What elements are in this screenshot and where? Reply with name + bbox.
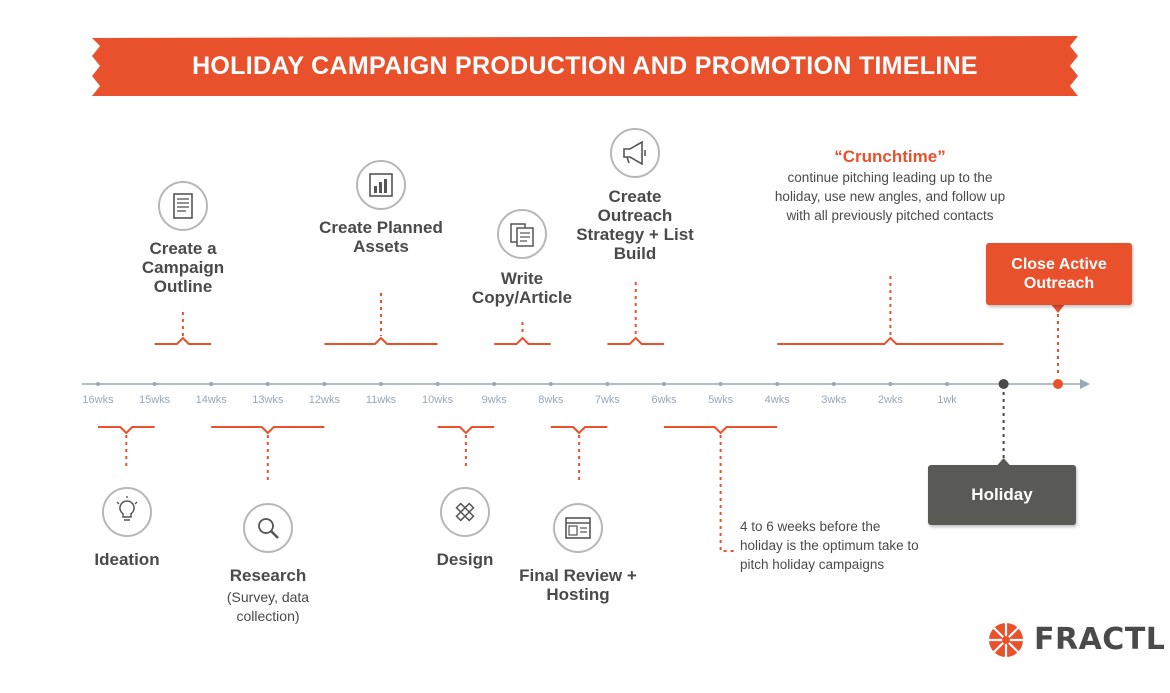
bar-chart-icon [356,160,406,210]
page-title: HOLIDAY CAMPAIGN PRODUCTION AND PROMOTIO… [192,52,978,80]
browser-window-icon [553,503,603,553]
timeline-tick-dot [945,382,949,386]
step-copy-bracket [494,336,551,345]
holiday-pointer [996,458,1011,466]
timeline-tick-label: 2wks [877,394,903,406]
lightbulb-icon [102,487,152,537]
timeline-tick-dot [209,382,214,386]
timeline-tick-label: 7wks [594,394,620,406]
timeline-tick-dot [775,382,780,386]
timeline-tick-label: 11wks [365,394,397,406]
step-label-research: Research [229,566,307,585]
pitch-window-note: 4 to 6 weeks before the holiday is the o… [740,519,919,572]
step-crunch-bracket [777,336,1004,345]
step-outreach-bracket [607,336,664,345]
step-label-copy: Write Copy/Article [471,269,573,307]
timeline-tick-label: 4wks [764,394,790,406]
step-label-outreach: Create Outreach Strategy + List Build [576,187,694,263]
timeline-tick-dot [265,382,270,386]
magnifier-icon [243,503,293,553]
timeline-tick-label: 3wks [821,394,847,406]
step-pitch-bracket [664,426,778,435]
timeline-tick-dot [662,382,666,386]
step-label-outline: Create a Campaign Outline [141,239,225,296]
timeline-tick-label: 10wks [422,394,454,406]
fractl-logo-icon [989,623,1023,657]
crunchtime-title: “Crunchtime” [834,147,946,166]
holiday-label: Holiday [971,485,1033,504]
step-pitch-connector [719,435,734,552]
close-outreach-marker-dot [1053,379,1063,389]
articles-icon [497,209,547,259]
step-sublabel-research: (Survey, data collection) [226,589,310,624]
step-label-final: Final Review + Hosting [519,566,637,604]
timeline-tick-dot [492,382,497,386]
step-assets-bracket [324,336,438,345]
timeline-tick-label: 1wk [937,394,957,406]
step-ideation-bracket [98,426,155,435]
design-tools-icon [440,487,490,537]
timeline-tick-label: 12wks [308,394,340,406]
step-outline-bracket [154,336,212,345]
timeline-tick-label: 16wks [82,394,114,406]
step-label-assets: Create Planned Assets [319,218,443,256]
timeline-tick-label: 15wks [139,394,171,406]
timeline-tick-dot [888,382,893,386]
close-outreach-label: Close Active Outreach [1011,256,1107,292]
step-label-ideation: Ideation [94,550,160,569]
timeline-tick-label: 13wks [252,394,284,406]
timeline-tick-dot [435,382,440,386]
timeline-tick-label: 6wks [651,394,677,406]
fractl-logo: FRACTL [986,620,1165,660]
holiday-box: Holiday [928,465,1076,525]
timeline-tick-dot [379,382,383,386]
banner-ribbon [92,36,1078,96]
timeline-arrow [1080,379,1090,389]
crunchtime-description: continue pitching leading up to the holi… [774,170,1006,223]
timeline-tick-dot [831,382,836,386]
timeline-tick-label: 9wks [481,394,507,406]
megaphone-icon [610,128,660,178]
step-final-bracket [550,426,608,435]
holiday-marker-dot [998,379,1009,389]
timeline-tick-dot [605,382,610,386]
fractl-wordmark: FRACTL [1034,622,1166,657]
step-research-bracket [211,426,325,435]
timeline-tick-dot [322,382,327,386]
step-design-bracket [437,426,495,435]
timeline-tick-dot [548,382,553,386]
timeline-tick-label: 8wks [538,394,564,406]
document-icon [158,181,208,231]
step-label-design: Design [436,550,494,569]
close-outreach-box: Close Active Outreach [986,243,1132,305]
timeline-tick-dot [152,382,157,386]
title-banner: HOLIDAY CAMPAIGN PRODUCTION AND PROMOTIO… [92,36,1078,96]
timeline-tick-dot [96,382,100,386]
timeline-tick-label: 5wks [708,394,734,406]
timeline-tick-dot [718,382,723,386]
close-outreach-pointer [1051,304,1065,313]
timeline-tick-label: 14wks [195,394,227,406]
